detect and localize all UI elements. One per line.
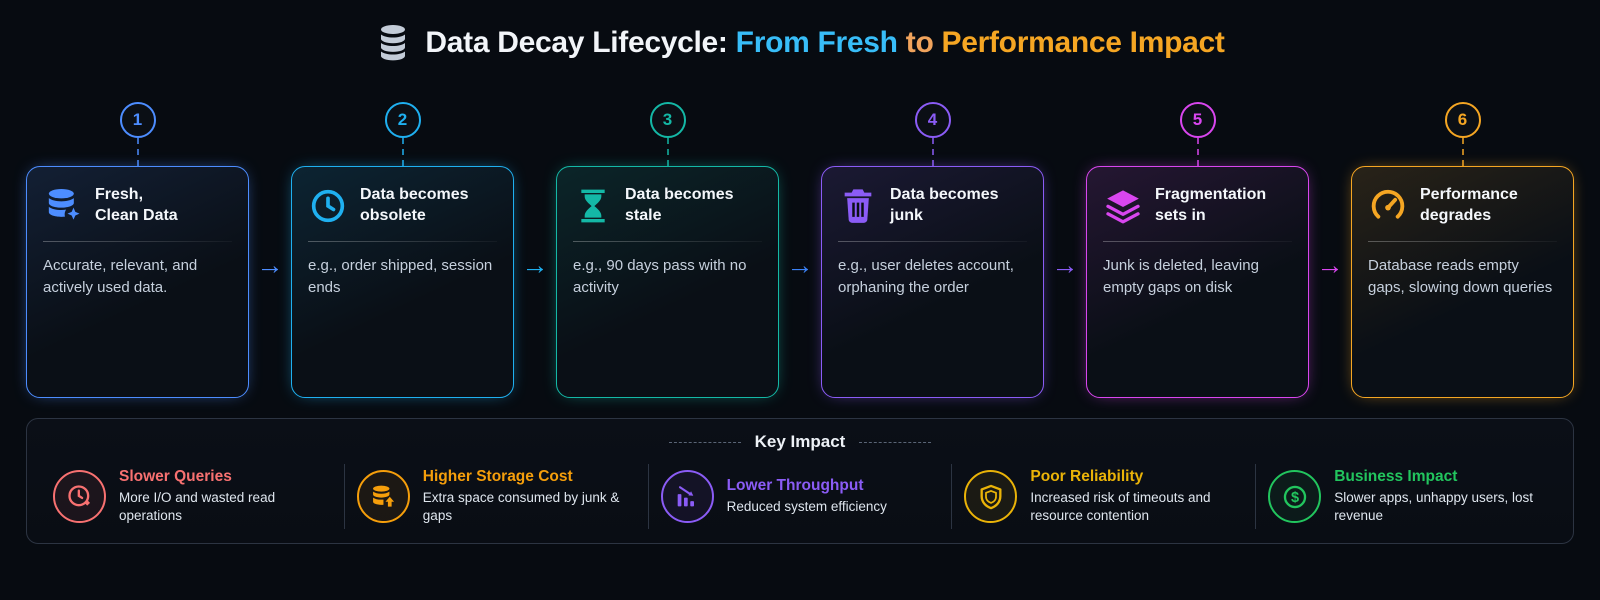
layers-icon	[1103, 186, 1143, 226]
lifecycle-steps: 1 Fresh, Clean Data Accurate, relevant, …	[0, 102, 1600, 398]
clock-alert-icon	[53, 470, 106, 524]
impact-title: Lower Throughput	[726, 477, 864, 495]
step-card-performance: Performance degrades Database reads empt…	[1351, 166, 1574, 398]
impact-higher-storage-cost: Higher Storage Cost Extra space consumed…	[343, 464, 648, 530]
hourglass-icon	[573, 186, 613, 226]
key-impact-panel: Key Impact Slower Queries More I/O and w…	[26, 418, 1574, 545]
step-connector-line	[666, 138, 669, 166]
step-card-junk: Data becomes junk e.g., user deletes acc…	[821, 166, 1044, 398]
divider	[1368, 240, 1557, 242]
step-6: 6 Performance degrades Database reads em…	[1351, 102, 1574, 398]
divider	[838, 240, 1027, 242]
step-5: 5 Fragmentation sets in Junk is deleted,…	[1086, 102, 1309, 398]
divider	[573, 240, 762, 242]
step-card-stale: Data becomes stale e.g., 90 days pass wi…	[556, 166, 779, 398]
clock-icon	[308, 186, 348, 226]
step-number-badge: 2	[384, 102, 421, 138]
impact-description: Reduced system efficiency	[726, 499, 887, 515]
step-number-badge: 5	[1179, 102, 1216, 138]
divider	[1103, 240, 1292, 242]
step-description: e.g., 90 days pass with no activity	[573, 256, 747, 297]
step-number-badge: 6	[1444, 102, 1481, 138]
impact-description: Increased risk of timeouts and resource …	[1030, 490, 1211, 524]
step-title: Fresh, Clean Data	[95, 186, 178, 224]
impact-description: Extra space consumed by junk & gaps	[422, 490, 620, 524]
step-title: Fragmentation sets in	[1155, 186, 1267, 224]
title-prefix: Data Decay Lifecycle:	[425, 26, 728, 59]
step-description: e.g., order shipped, session ends	[308, 256, 493, 297]
step-title: Data becomes junk	[890, 186, 999, 224]
step-description: Database reads empty gaps, slowing down …	[1368, 256, 1553, 297]
step-connector-line	[931, 138, 934, 166]
trash-icon	[838, 186, 878, 226]
step-4: 4 Data becomes junk e.g., user deletes a…	[821, 102, 1044, 398]
impact-title: Slower Queries	[119, 468, 232, 485]
step-connector-line	[1461, 138, 1464, 166]
key-impact-heading: Key Impact	[754, 432, 846, 451]
step-title: Performance degrades	[1420, 186, 1518, 224]
impact-slower-queries: Slower Queries More I/O and wasted read …	[41, 464, 344, 529]
step-connector-line	[136, 138, 139, 166]
step-title: Data becomes stale	[625, 186, 734, 224]
impact-title: Higher Storage Cost	[422, 468, 573, 485]
step-description: Accurate, relevant, and actively used da…	[43, 256, 198, 297]
step-card-fresh-data: Fresh, Clean Data Accurate, relevant, an…	[26, 166, 249, 398]
title-highlight-fresh: From Fresh	[735, 26, 898, 59]
title-highlight-impact: Performance Impact	[941, 26, 1225, 59]
impact-poor-reliability: Poor Reliability Increased risk of timeo…	[951, 464, 1255, 530]
impact-title: Poor Reliability	[1030, 468, 1144, 485]
step-title: Data becomes obsolete	[360, 186, 469, 224]
page-header: Data Decay Lifecycle: From Fresh to Perf…	[0, 0, 1600, 66]
impact-title: Business Impact	[1334, 468, 1458, 485]
step-description: e.g., user deletes account, orphaning th…	[838, 256, 1014, 297]
database-up-icon	[356, 470, 410, 524]
step-number-badge: 4	[914, 102, 951, 138]
divider	[668, 441, 741, 443]
arrow-right-icon	[779, 252, 821, 279]
step-2: 2 Data becomes obsolete e.g., order ship…	[291, 102, 514, 398]
step-card-obsolete: Data becomes obsolete e.g., order shippe…	[291, 166, 514, 398]
divider	[859, 441, 932, 443]
divider	[308, 240, 497, 242]
impact-items: Slower Queries More I/O and wasted read …	[41, 464, 1559, 530]
step-description: Junk is deleted, leaving empty gaps on d…	[1103, 256, 1259, 297]
page-title: Data Decay Lifecycle: From Fresh to Perf…	[425, 26, 1224, 60]
step-number-badge: 3	[649, 102, 686, 138]
impact-lower-throughput: Lower Throughput Reduced system efficien…	[647, 464, 952, 530]
impact-description: More I/O and wasted read operations	[119, 490, 276, 524]
step-connector-line	[1196, 138, 1199, 166]
step-1: 1 Fresh, Clean Data Accurate, relevant, …	[26, 102, 249, 398]
arrow-right-icon	[249, 252, 291, 279]
step-connector-line	[401, 138, 404, 166]
arrow-right-icon	[1044, 252, 1086, 279]
svg-text:$: $	[1291, 490, 1299, 506]
step-number-badge: 1	[119, 102, 156, 138]
arrow-right-icon	[514, 252, 556, 279]
shield-icon	[964, 470, 1018, 524]
database-sparkle-icon	[43, 186, 83, 226]
impact-description: Slower apps, unhappy users, lost revenue	[1334, 490, 1534, 524]
chart-down-icon	[660, 470, 714, 524]
title-connector: to	[905, 26, 934, 59]
divider	[43, 240, 232, 242]
gauge-icon	[1368, 186, 1408, 226]
database-icon	[375, 23, 411, 63]
impact-business-impact: $ Business Impact Slower apps, unhappy u…	[1255, 464, 1559, 530]
arrow-right-icon	[1309, 252, 1351, 279]
dollar-icon: $	[1268, 470, 1322, 524]
step-card-fragmentation: Fragmentation sets in Junk is deleted, l…	[1086, 166, 1309, 398]
step-3: 3 Data becomes stale e.g., 90 days pass …	[556, 102, 779, 398]
